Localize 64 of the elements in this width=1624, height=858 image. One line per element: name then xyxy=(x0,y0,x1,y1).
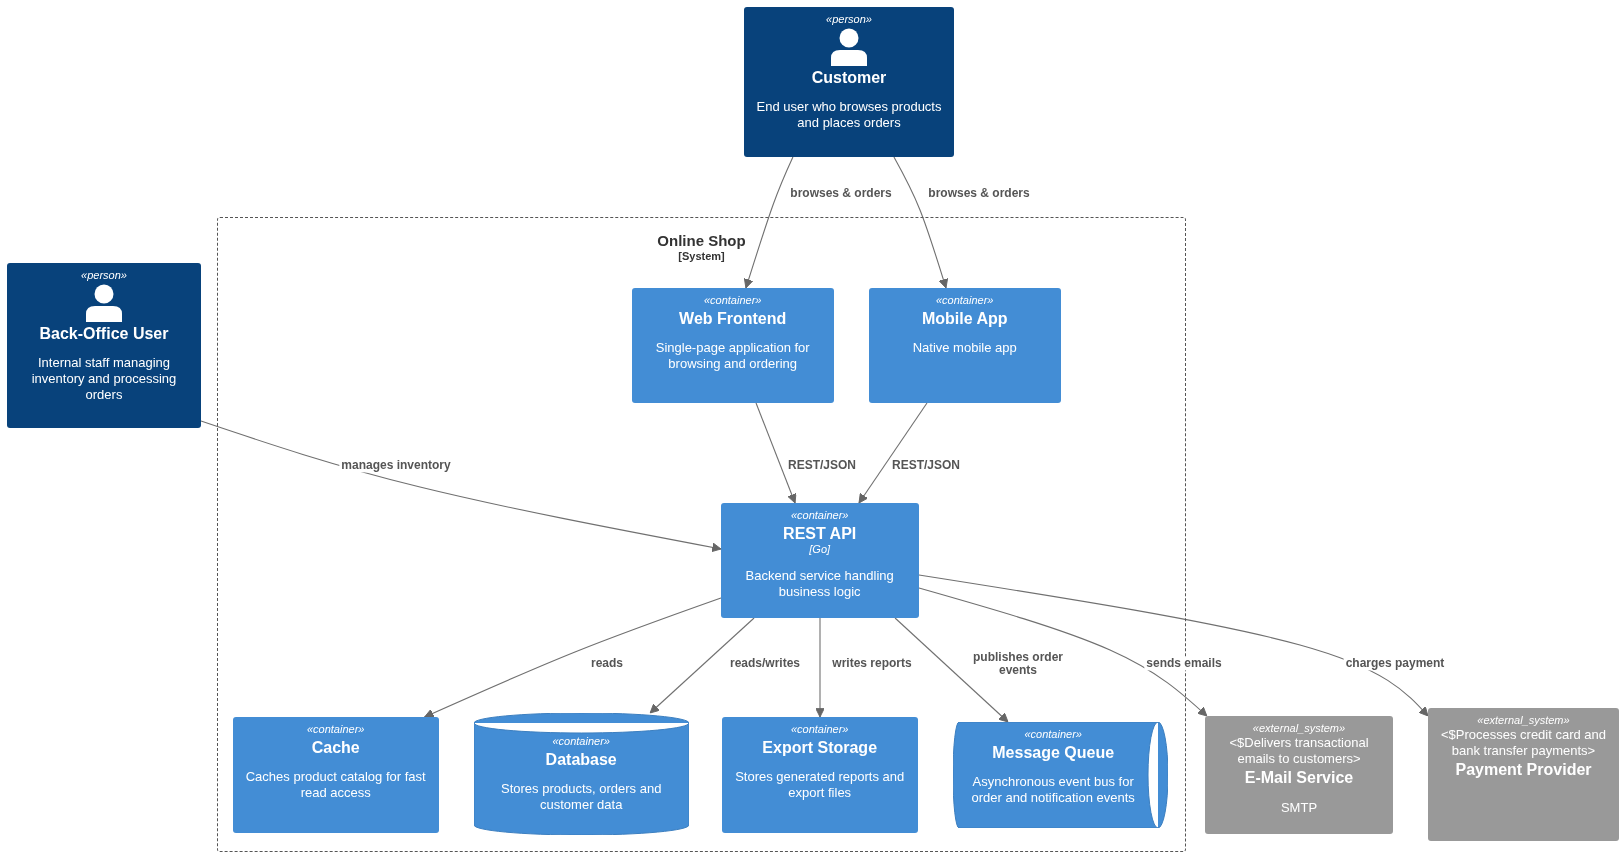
node-title: E-Mail Service xyxy=(1244,768,1354,788)
stereotype-label: «container» xyxy=(790,508,849,522)
node-title: Message Queue xyxy=(992,742,1115,763)
arrow xyxy=(858,402,928,504)
arrow xyxy=(894,617,1009,723)
stereotype-label: «container» xyxy=(790,722,849,736)
system-title: Online Shop xyxy=(657,232,746,250)
arrow xyxy=(815,617,825,718)
node-title: Customer xyxy=(811,68,887,88)
person-box xyxy=(744,7,954,157)
arrow xyxy=(918,574,1429,717)
node-description: Stores generated reports and export files xyxy=(734,769,906,801)
node-description: End user who browses products and places orders xyxy=(755,99,943,131)
external-note: <$Delivers transactional emails to customers> xyxy=(1228,735,1370,767)
container-box xyxy=(631,287,834,403)
stereotype-label: «container» xyxy=(935,293,994,307)
stereotype-label: «container» xyxy=(703,293,762,307)
container-box xyxy=(868,287,1061,403)
external-note: <$Processes credit card and bank transfer payments> xyxy=(1439,727,1608,759)
stereotype-label: «person» xyxy=(826,13,872,27)
edge-label: sends emails xyxy=(1144,657,1224,671)
external-system-box xyxy=(1428,708,1619,841)
arrow xyxy=(755,402,797,504)
stereotype-label: «person» xyxy=(81,269,127,283)
container-box xyxy=(232,716,439,833)
system-boundary xyxy=(217,217,1186,852)
stereotype-label: «container» xyxy=(1024,727,1082,741)
stereotype-label: «container» xyxy=(552,734,610,748)
node-title: Database xyxy=(545,749,617,770)
edge-label: manages inventory xyxy=(339,459,453,473)
edge-label: charges payment xyxy=(1343,657,1447,671)
arrow xyxy=(649,617,755,714)
node-description: Internal staff managing inventory and processing orders xyxy=(30,355,178,403)
database-cylinder xyxy=(473,712,689,835)
container-box xyxy=(720,502,919,618)
node-description: Asynchronous event bus for order and notification events xyxy=(970,774,1136,806)
node-description: Backend service handling business logic xyxy=(744,568,895,600)
node-title: Payment Provider xyxy=(1455,760,1592,780)
node-title: Export Storage xyxy=(762,737,878,758)
person-box xyxy=(7,263,201,428)
arrow xyxy=(200,420,722,553)
stereotype-label: «external_system» xyxy=(1477,714,1570,728)
node-title: Mobile App xyxy=(921,308,1008,329)
node-description: Caches product catalog for fast read access xyxy=(244,769,427,801)
node-description: Native mobile app xyxy=(912,340,1017,356)
container-box xyxy=(721,716,918,833)
node-description: Stores products, orders and customer data xyxy=(499,781,663,813)
arrow xyxy=(918,587,1208,717)
arrow xyxy=(893,156,949,289)
stereotype-label: «external_system» xyxy=(1252,722,1346,736)
edge-label: writes reports xyxy=(830,657,914,671)
arrow xyxy=(424,597,722,718)
node-title: Back-Office User xyxy=(39,324,169,344)
node-title: REST API xyxy=(783,523,857,544)
node-title: Cache xyxy=(311,737,360,758)
system-tag: [System] xyxy=(678,250,725,264)
stereotype-label: «container» xyxy=(306,722,365,736)
node-description: SMTP xyxy=(1280,799,1318,816)
arrow xyxy=(743,156,794,289)
queue-shape xyxy=(952,721,1168,828)
node-title: Web Frontend xyxy=(679,308,787,329)
node-description: Single-page application for browsing and ordering xyxy=(654,340,811,372)
technology-label: [Go] xyxy=(809,543,831,557)
external-system-box xyxy=(1205,716,1393,834)
